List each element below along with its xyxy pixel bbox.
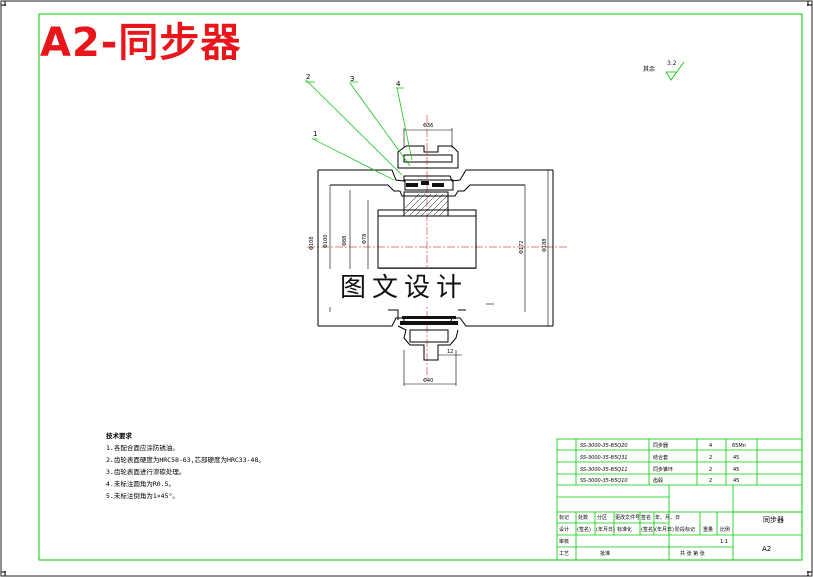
tb-header-count: 处数 <box>578 515 589 521</box>
dim-text: Φ88 <box>342 236 348 246</box>
dim-text: Φ100 <box>323 235 329 248</box>
dim-text: Φ36 <box>423 123 433 129</box>
dim-text: Φ172 <box>519 241 525 254</box>
tb-header-change: 更改文件号 <box>615 515 641 521</box>
part-leaders <box>305 79 413 181</box>
tb-scale-value: 1:1 <box>720 539 729 545</box>
part-code: SS-3000-35-B5Q11 <box>580 467 628 473</box>
note-item: 1.各配合面应涂防锈油。 <box>106 444 179 452</box>
part-balloons: 2 3 4 1 <box>306 73 401 138</box>
note-item: 4.未标注圆角为R0.5。 <box>106 480 175 488</box>
part-qty: 4 <box>709 443 713 449</box>
tb-designer: 设计 <box>559 527 570 533</box>
balloon-3: 3 <box>350 75 354 83</box>
part-material: 65Mn <box>732 443 746 449</box>
part-code: SS-3000-35-B5Q31 <box>580 455 628 461</box>
part-qty: 2 <box>709 455 713 461</box>
tb-stage: 阶段标记 <box>675 527 696 533</box>
dim-text: Φ188 <box>542 239 548 252</box>
tb-scale: 比例 <box>720 527 731 533</box>
tb-header-zone: 分区 <box>597 515 608 521</box>
balloon-2: 2 <box>306 73 310 81</box>
tb-std-sign: (签名) <box>641 527 655 533</box>
title-block-grid <box>556 438 803 561</box>
tb-weight: 重量 <box>703 527 714 533</box>
tb-header-sign: 签名 <box>641 515 652 521</box>
part-material: 45 <box>733 478 740 484</box>
note-item: 5.未标注倒角为1×45°。 <box>106 492 179 500</box>
part-material: 45 <box>733 455 740 461</box>
technical-notes: 技术要求 1.各配合面应涂防锈油。 2.齿轮表面硬度为HRC58-63,芯部硬度… <box>106 430 265 502</box>
drawing-title: A2-同步器 <box>40 20 242 66</box>
tb-header-mark: 标记 <box>559 515 570 521</box>
balloon-1: 1 <box>313 130 317 138</box>
tb-reviewer: 审核 <box>559 539 570 545</box>
tb-sheet: 共 张 第 张 <box>680 551 705 557</box>
tb-designer-date: (年月日) <box>596 527 615 533</box>
section-hatching <box>404 193 449 217</box>
part-material: 45 <box>733 467 740 473</box>
tb-drawing-name: 同步器 <box>763 516 784 524</box>
note-item: 2.齿轮表面硬度为HRC58-63,芯部硬度为HRC33-48。 <box>106 456 265 464</box>
part-name: 齿毂 <box>653 478 664 484</box>
balloon-4: 4 <box>396 80 401 88</box>
part-code: SS-3000-35-B5Q10 <box>580 478 628 484</box>
tb-approve: 批准 <box>600 551 611 557</box>
roughness-label: 其余 <box>643 66 656 73</box>
part-name: 同步锥环 <box>653 467 674 473</box>
roughness-value: 3.2 <box>667 60 677 67</box>
blocking-ring-lower <box>400 316 458 325</box>
tb-drawing-no: A2 <box>762 545 772 553</box>
dimension-texts: Φ108 Φ100 Φ88 Φ78 Φ172 Φ188 Φ36 12 Φ40 <box>309 123 548 384</box>
part-name: 同步器 <box>653 443 669 449</box>
part-qty: 2 <box>709 478 713 484</box>
tb-designer-sign: (签名) <box>577 527 591 533</box>
dim-text: 12 <box>447 349 453 355</box>
roughness-symbol <box>665 61 685 81</box>
part-qty: 2 <box>709 467 713 473</box>
blocking-ring-upper <box>406 181 444 187</box>
watermark: 图文设计 <box>322 269 486 307</box>
tb-standardization: 标准化 <box>617 527 633 533</box>
dim-text: Φ40 <box>423 378 433 384</box>
tb-std-date: (年月日) <box>655 527 674 533</box>
dim-text: Φ78 <box>362 234 368 244</box>
drawing-frame <box>38 13 803 561</box>
notes-heading: 技术要求 <box>106 432 132 440</box>
part-code: SS-3000-35-B5Q20 <box>580 443 628 449</box>
dimension-lines <box>317 128 549 386</box>
tb-header-date: 年、月、日 <box>655 515 681 521</box>
note-item: 3.齿轮表面进行渗碳处理。 <box>106 468 186 476</box>
centerlines <box>307 115 567 380</box>
tb-process: 工艺 <box>559 551 570 557</box>
part-name: 结合套 <box>653 455 669 461</box>
dim-text: Φ108 <box>309 237 315 250</box>
